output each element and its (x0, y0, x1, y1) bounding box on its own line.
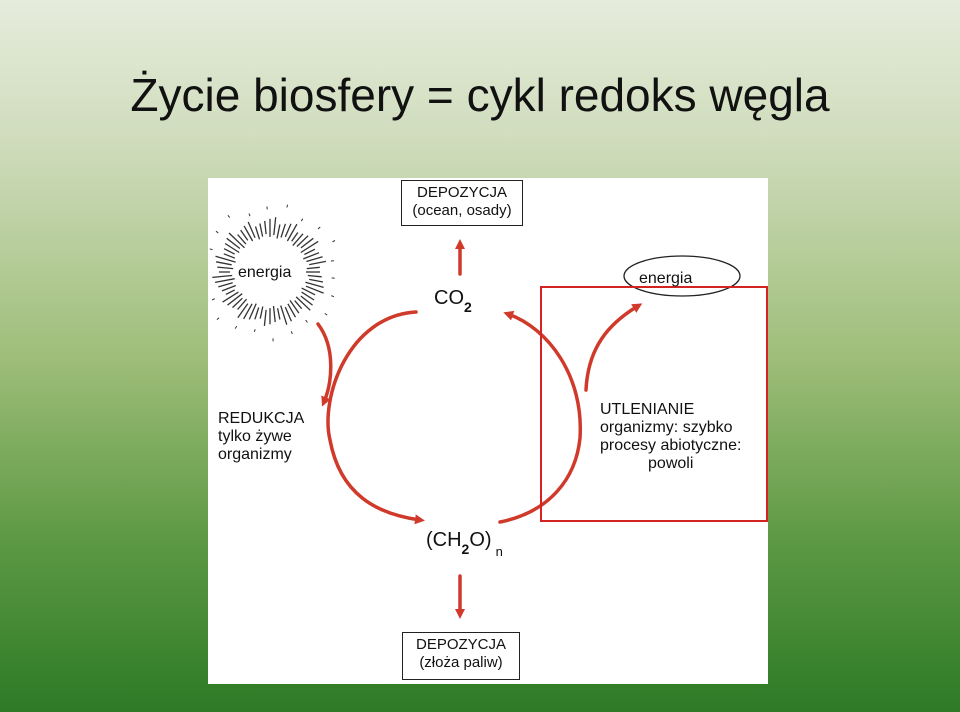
reduction-line1: REDUKCJA (218, 410, 305, 427)
ch2o-open: (CH (426, 529, 462, 551)
ch2o-n: n (495, 544, 503, 559)
co2-base: CO (434, 287, 464, 309)
arrow-reduction-cycle (326, 310, 425, 525)
deposition-top-line1: DEPOZYCJA (416, 184, 507, 201)
deposition-top-line2: (ocean, osady) (412, 202, 512, 219)
oxidation-line1: UTLENIANIE (600, 401, 695, 418)
ch2o-label: (CH2O)n (426, 529, 503, 558)
ch2o-close: O) (469, 529, 492, 551)
slide-title: Życie biosfery = cykl redoks węgla (130, 69, 830, 121)
reduction-line2: tylko żywe (218, 428, 292, 445)
arrow-energy-to-reduction (316, 322, 333, 407)
oxidation-line3: procesy abiotyczne: (600, 437, 742, 454)
arrow-oxidation-to-energy (584, 303, 643, 392)
energy-left-label: energia (238, 264, 292, 281)
oxidation-text: UTLENIANIE organizmy: szybko procesy abi… (600, 401, 741, 473)
co2-subscript: 2 (464, 299, 472, 315)
ch2o-subscript: 2 (461, 541, 470, 557)
diagram-panel: DEPOZYCJA (ocean, osady) DEPOZYCJA (złoż… (208, 178, 768, 684)
deposition-bottom-line1: DEPOZYCJA (415, 636, 506, 653)
reduction-line3: organizmy (218, 446, 292, 463)
oxidation-line4: powoli (648, 455, 694, 472)
oxidation-line2: organizmy: szybko (600, 419, 733, 436)
co2-label: CO2 (434, 287, 472, 314)
deposition-bottom-box: DEPOZYCJA (złoża paliw) (402, 632, 520, 680)
energy-sun-icon (209, 204, 336, 342)
energy-right-label: energia (639, 270, 693, 287)
reduction-text: REDUKCJA tylko żywe organizmy (218, 410, 304, 464)
oxidation-highlight-box (540, 286, 768, 522)
deposition-top-box: DEPOZYCJA (ocean, osady) (401, 180, 523, 226)
deposition-bottom-line2: (złoża paliw) (419, 654, 503, 671)
